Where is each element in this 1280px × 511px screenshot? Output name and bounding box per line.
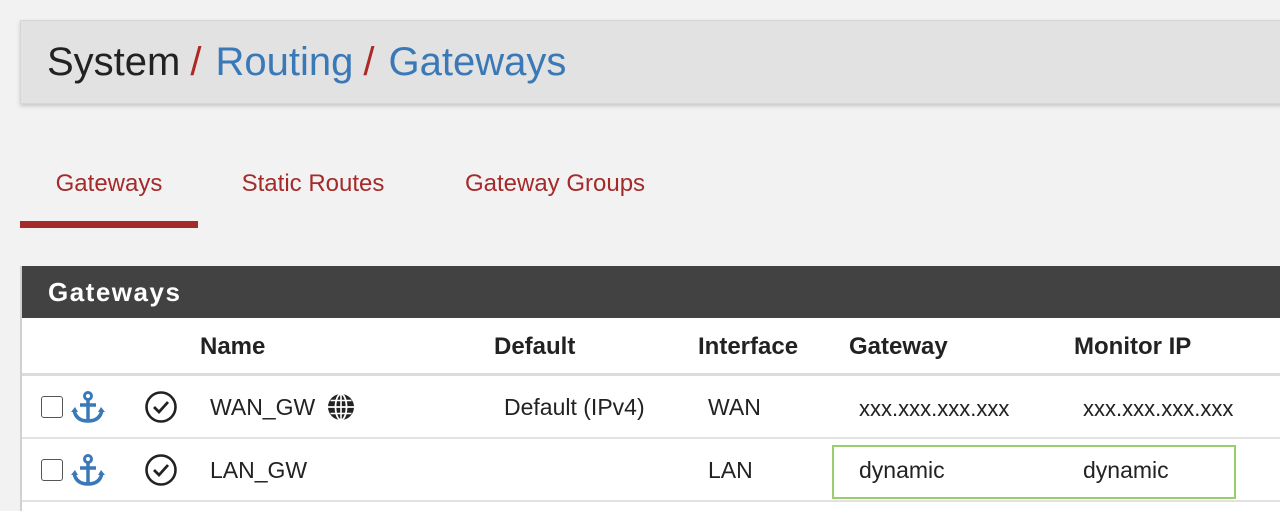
tab-static-routes[interactable]: Static Routes bbox=[241, 170, 385, 197]
tab-gateway-groups[interactable]: Gateway Groups bbox=[464, 170, 646, 197]
column-header-name[interactable]: Name bbox=[200, 333, 266, 360]
column-header-interface[interactable]: Interface bbox=[698, 333, 799, 360]
table-row: WAN_GW Default (IPv4) WAN xxx.xxx.xxx.xx… bbox=[22, 376, 1280, 439]
gateway-cell: dynamic bbox=[859, 457, 945, 483]
globe-icon bbox=[327, 393, 354, 421]
anchor-icon[interactable] bbox=[70, 390, 106, 426]
breadcrumb-gateways-link[interactable]: Gateways bbox=[388, 39, 567, 84]
default-cell: Default (IPv4) bbox=[504, 394, 645, 420]
gateway-name: WAN_GW bbox=[210, 394, 316, 420]
breadcrumb-routing-link[interactable]: Routing bbox=[215, 39, 354, 84]
breadcrumb-root: System bbox=[47, 39, 181, 84]
column-header-monitor-ip[interactable]: Monitor IP bbox=[1074, 333, 1192, 360]
tab-bar: Gateways Static Routes Gateway Groups bbox=[20, 160, 682, 230]
breadcrumb-separator: / bbox=[363, 39, 375, 84]
monitor-ip-cell: xxx.xxx.xxx.xxx bbox=[1083, 396, 1234, 421]
gateway-cell: xxx.xxx.xxx.xxx bbox=[859, 396, 1010, 421]
breadcrumb-separator: / bbox=[190, 39, 202, 84]
column-header-gateway[interactable]: Gateway bbox=[849, 333, 948, 360]
row-select-checkbox[interactable] bbox=[41, 459, 63, 481]
table-header: Name Default Interface Gateway Monitor I… bbox=[22, 318, 1280, 376]
gateways-panel: Gateways Name Default Interface Gateway … bbox=[20, 266, 1280, 511]
enabled-check-icon bbox=[145, 391, 177, 423]
interface-cell: LAN bbox=[708, 457, 753, 483]
gateway-name-cell: WAN_GW bbox=[210, 393, 356, 422]
enabled-check-icon bbox=[145, 454, 177, 486]
row-select-checkbox[interactable] bbox=[41, 396, 63, 418]
table-row: LAN_GW LAN dynamic dynamic bbox=[22, 439, 1280, 502]
interface-cell: WAN bbox=[708, 394, 761, 420]
breadcrumb: System / Routing / Gateways bbox=[20, 20, 1280, 104]
anchor-icon[interactable] bbox=[70, 453, 106, 489]
tab-gateways[interactable]: Gateways bbox=[20, 160, 198, 228]
gateway-name: LAN_GW bbox=[210, 457, 308, 483]
highlight-box bbox=[832, 445, 1236, 499]
panel-title: Gateways bbox=[22, 266, 1280, 318]
column-header-default[interactable]: Default bbox=[494, 333, 576, 360]
monitor-ip-cell: dynamic bbox=[1083, 457, 1169, 483]
